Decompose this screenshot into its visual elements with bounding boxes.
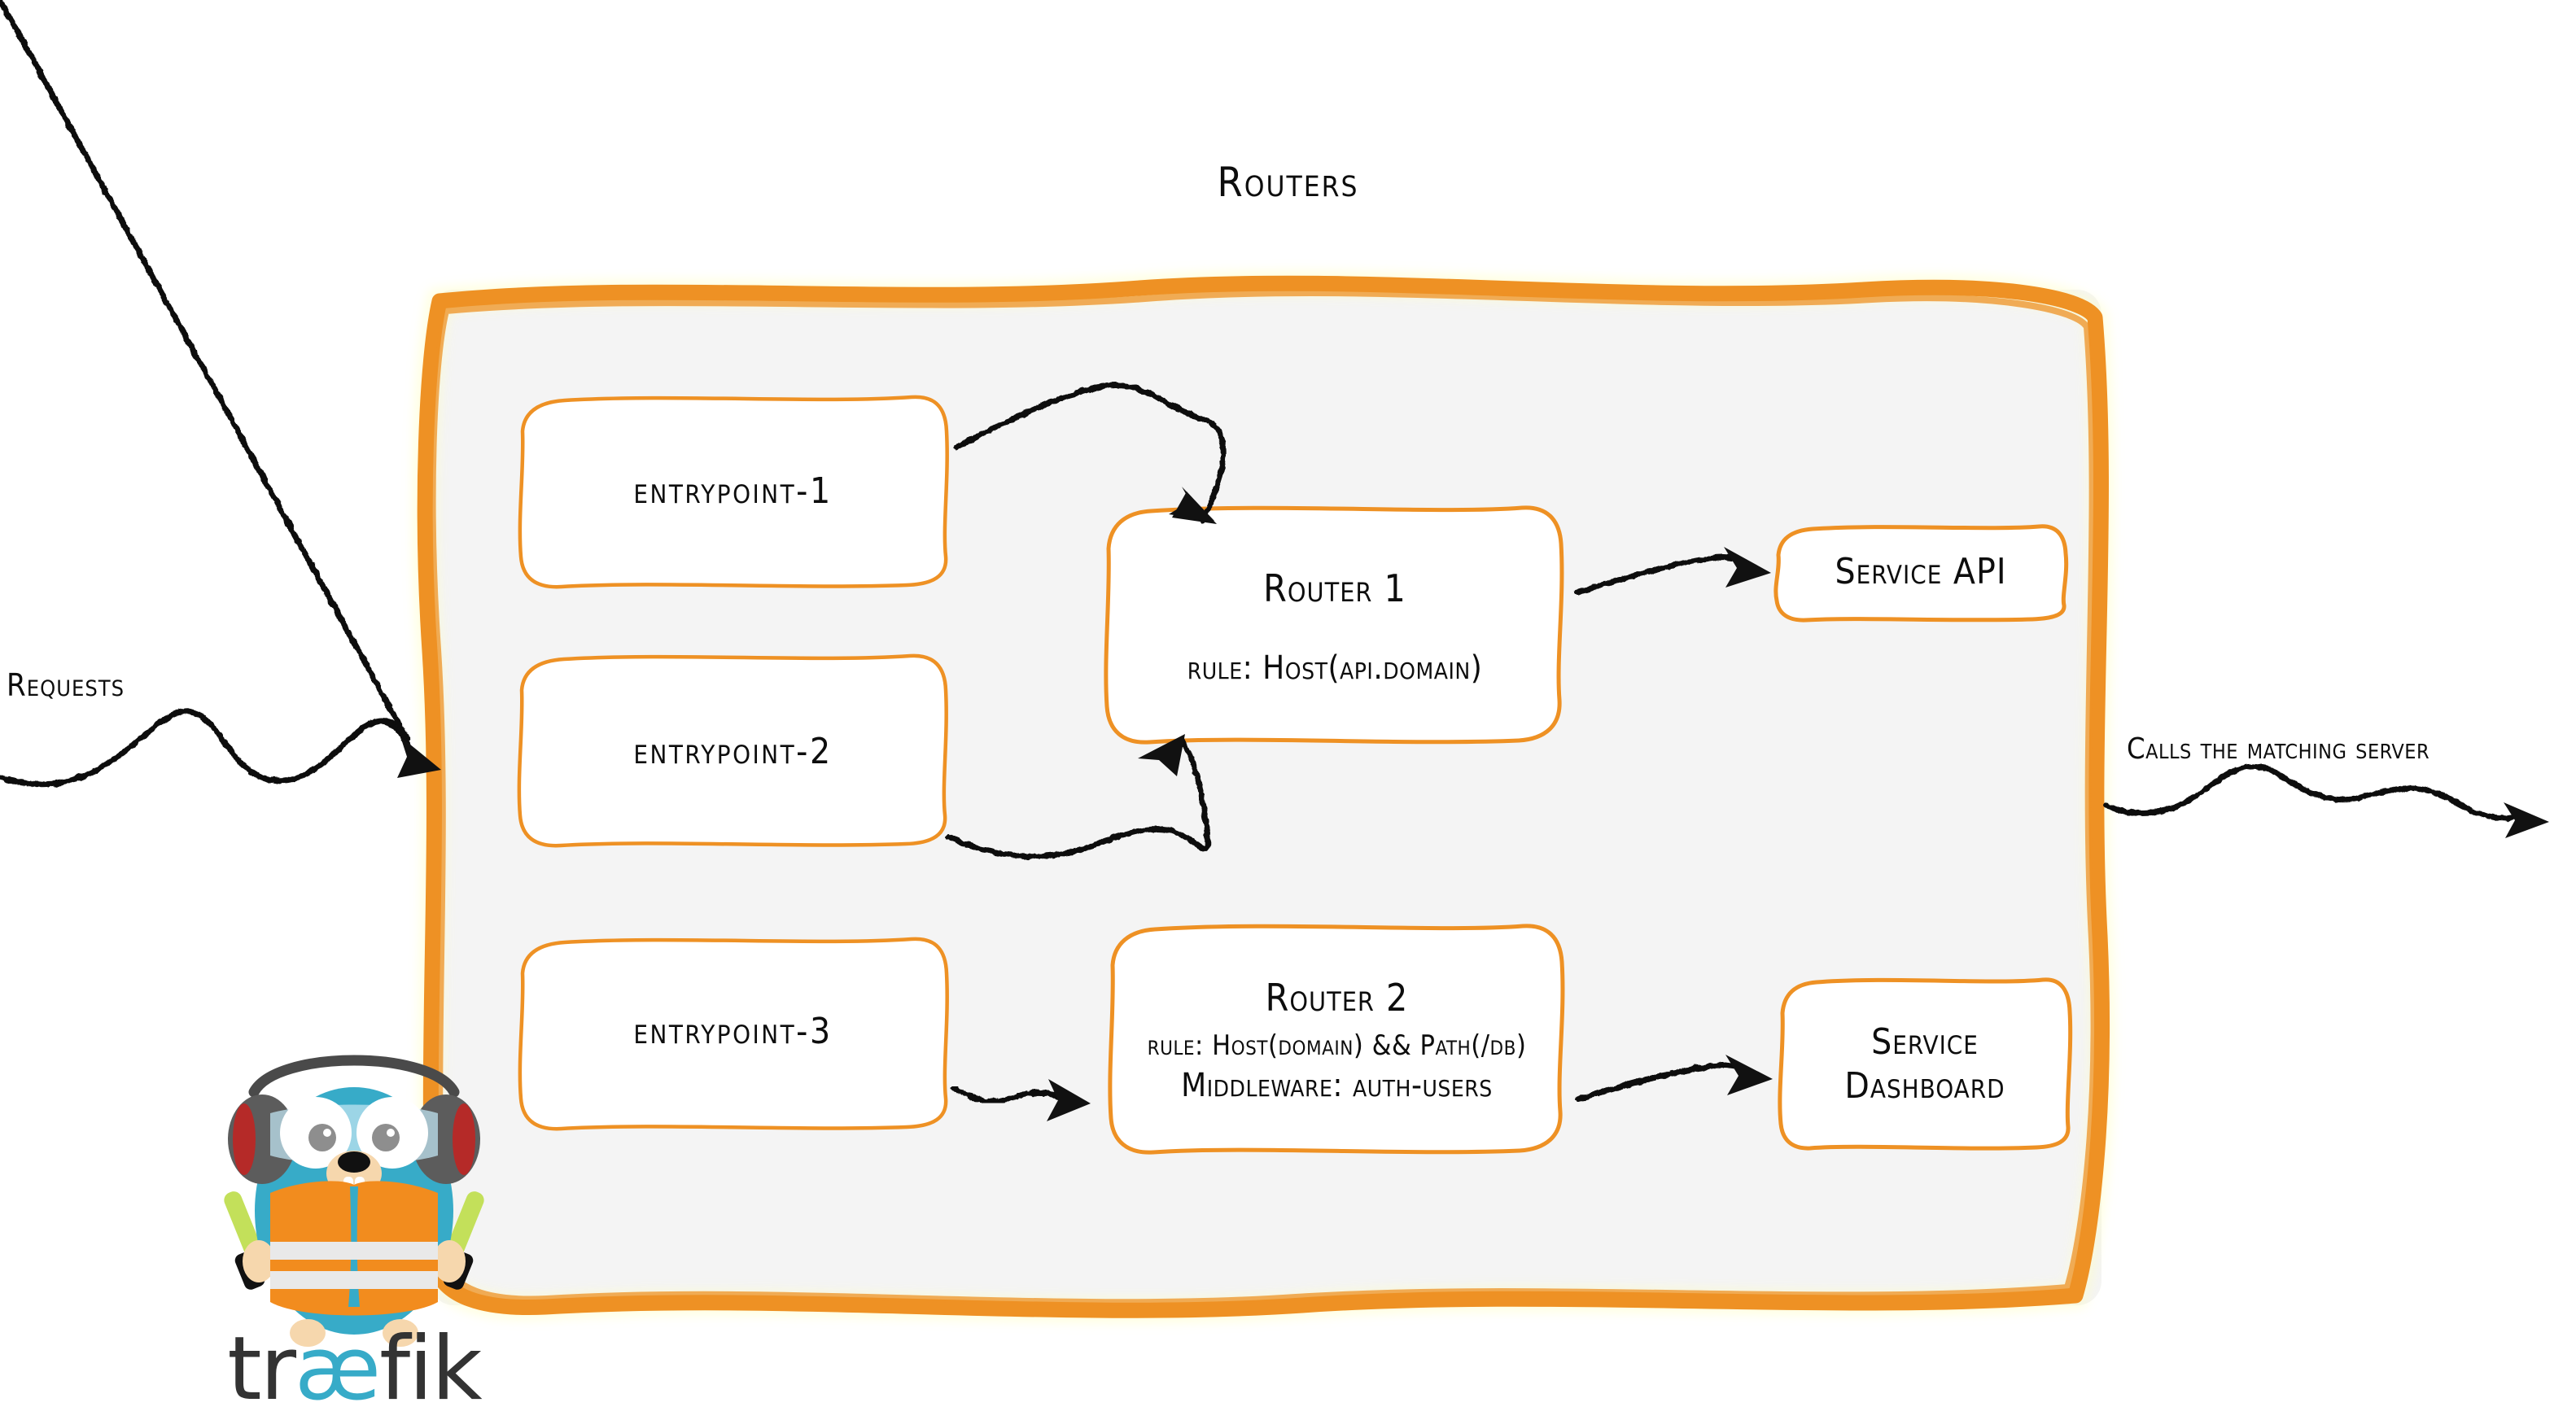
entrypoint-box-1[interactable]: entrypoint-1 [511, 389, 955, 592]
arrow-calls-out [2103, 763, 2549, 838]
service-box-dashboard[interactable]: Service Dashboard [1774, 972, 2075, 1156]
entrypoint-box-3[interactable]: entrypoint-3 [511, 929, 955, 1133]
traefik-wordmark: træfik [138, 1318, 570, 1420]
entrypoint-box-2[interactable]: entrypoint-2 [511, 649, 955, 853]
requests-label: Requests [7, 667, 125, 703]
page-title: Routers [1217, 159, 1359, 206]
gopher-eyes [280, 1097, 428, 1169]
router-box-2[interactable]: Router 2 rule: Host(domain) && Path(/db)… [1103, 918, 1571, 1162]
calls-matching-server-label: Calls the matching server [2127, 732, 2430, 766]
wordmark-ligature: æ [295, 1318, 381, 1420]
wordmark-prefix: tr [227, 1318, 296, 1420]
gopher-arm-left [243, 1240, 275, 1282]
gopher-arm-right [433, 1240, 466, 1282]
gopher-foot-left [290, 1319, 326, 1347]
router-box-1[interactable]: Router 1 rule: Host(api.domain) [1099, 498, 1571, 754]
traefik-gopher-icon [224, 1055, 484, 1347]
headband [248, 1055, 460, 1098]
safety-vest [270, 1181, 438, 1316]
traefik-logo: træfik [220, 1017, 488, 1420]
wordmark-suffix: fik [379, 1318, 483, 1420]
gopher-foot-right [383, 1319, 418, 1347]
service-box-api[interactable]: Service API [1770, 521, 2071, 623]
